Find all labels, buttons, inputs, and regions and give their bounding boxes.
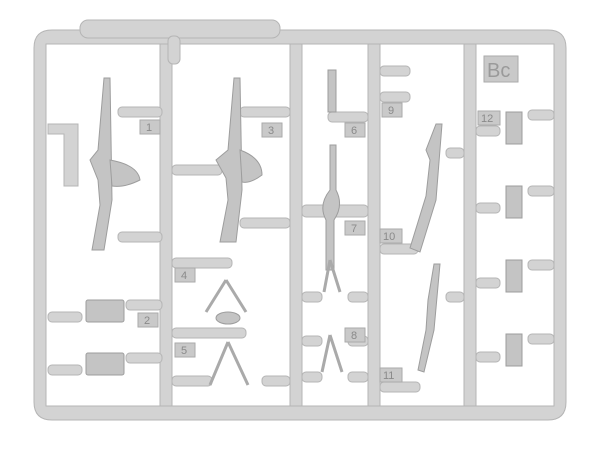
magazine-pouch <box>505 111 523 145</box>
sprue-code: Bc <box>487 60 510 82</box>
part-number: 10 <box>383 231 395 243</box>
part-number-tags: 1 2 3 4 5 6 7 8 9 10 11 12 Bc <box>137 55 519 383</box>
part-number: 7 <box>351 223 357 235</box>
magazine-pouch <box>505 333 523 367</box>
magazine-pouch <box>505 259 523 293</box>
part-number: 4 <box>181 270 187 282</box>
part-number: 12 <box>481 113 493 125</box>
part-number: 8 <box>351 330 357 342</box>
rifle-part-11 <box>417 263 441 373</box>
part-number: 3 <box>268 125 274 137</box>
ammo-box-part <box>85 352 125 376</box>
rifle-part-3 <box>215 77 263 243</box>
ammo-box-part <box>85 299 125 323</box>
magazine-pouch <box>505 185 523 219</box>
mortar-part <box>322 144 340 271</box>
part-number: 11 <box>383 370 394 382</box>
part-number: 5 <box>181 345 187 357</box>
bipod-part <box>204 279 250 386</box>
outer-runner <box>33 29 567 421</box>
part-number: 2 <box>144 315 150 327</box>
rifle-part-10 <box>409 123 443 253</box>
top-gate <box>79 19 281 39</box>
part-number: 1 <box>146 122 152 134</box>
rifle-part-1 <box>89 77 141 251</box>
runner-stubs <box>47 65 555 393</box>
part-number: 9 <box>388 105 394 117</box>
part-number: 6 <box>351 125 357 137</box>
